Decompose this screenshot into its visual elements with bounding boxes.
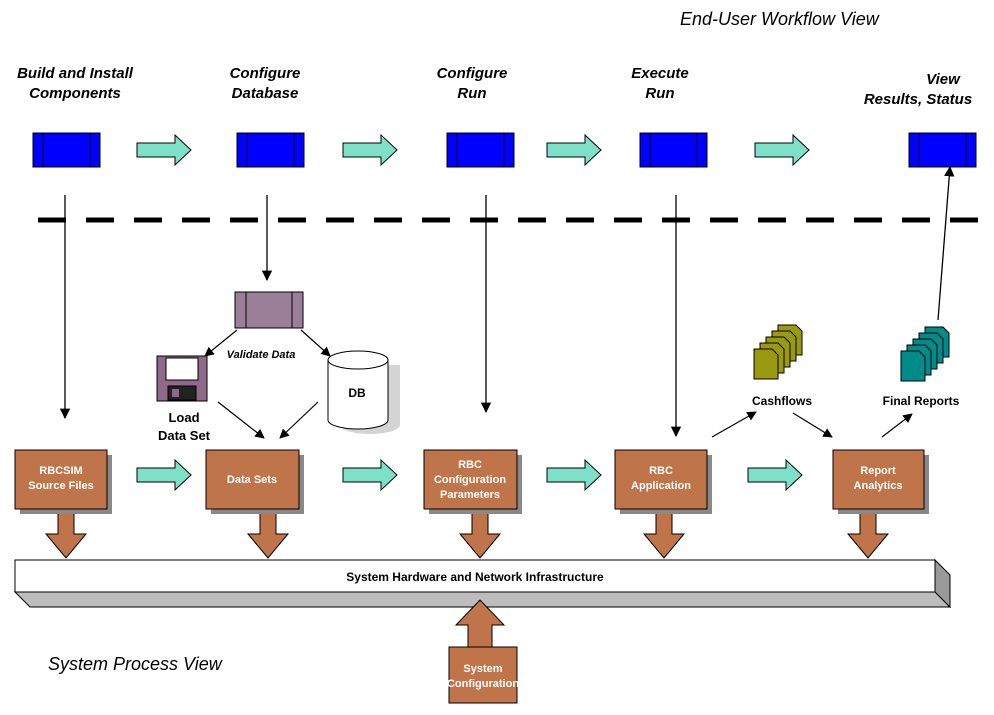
workflow-step-3-line2: Run bbox=[457, 85, 486, 102]
arrow-analytics-to-reports bbox=[881, 413, 913, 438]
database-cylinder-icon bbox=[327, 350, 400, 434]
cashflows-documents-icon bbox=[753, 324, 803, 380]
system-configuration-line1: System bbox=[463, 663, 502, 675]
process-boxes bbox=[14, 449, 929, 514]
workflow-flow-arrow-2 bbox=[342, 134, 398, 166]
workflow-flow-arrow-3 bbox=[546, 134, 602, 166]
arrow-validate-to-load bbox=[204, 329, 238, 357]
process-flow-arrow-3 bbox=[546, 459, 602, 491]
db-label: DB bbox=[348, 386, 366, 400]
workflow-box-5 bbox=[908, 132, 977, 168]
end-user-view-title: End-User Workflow View bbox=[680, 9, 880, 29]
workflow-box-2 bbox=[236, 132, 305, 168]
workflow-step-4-line1: Execute bbox=[631, 65, 689, 82]
arrow-load-to-datasets bbox=[217, 401, 265, 439]
workflow-step-5-line1: View bbox=[926, 71, 961, 88]
down-arrows-to-infrastructure bbox=[44, 507, 890, 559]
workflow-step-4-line2: Run bbox=[645, 85, 674, 102]
final-reports-documents-icon bbox=[900, 326, 950, 382]
process-flow-arrow-1 bbox=[136, 459, 192, 491]
workflow-flow-arrow-1 bbox=[136, 134, 192, 166]
workflow-step-5-line2: Results, Status bbox=[864, 91, 972, 108]
process-box-5-line2: Analytics bbox=[854, 480, 903, 492]
connector-reports-to-view bbox=[937, 165, 955, 321]
process-box-1-line1: RBCSIM bbox=[39, 465, 82, 477]
workflow-boxes bbox=[32, 132, 977, 168]
final-reports-label: Final Reports bbox=[883, 394, 960, 408]
validate-data-label: Validate Data bbox=[227, 349, 296, 361]
up-arrow-to-infrastructure bbox=[454, 599, 506, 649]
arrow-validate-to-db bbox=[300, 329, 331, 357]
process-box-data-sets bbox=[205, 449, 300, 510]
process-box-1-line2: Source Files bbox=[28, 480, 93, 492]
process-box-3-line2: Configuration bbox=[434, 474, 506, 486]
infrastructure-label: System Hardware and Network Infrastructu… bbox=[346, 570, 604, 584]
workflow-step-2-line2: Database bbox=[232, 85, 299, 102]
validate-data-box bbox=[234, 291, 304, 329]
system-configuration-box bbox=[448, 646, 518, 704]
process-box-2-line1: Data Sets bbox=[227, 474, 277, 486]
process-box-4-line2: Application bbox=[631, 480, 691, 492]
infrastructure-bar bbox=[13, 558, 952, 609]
arrow-application-to-cashflows bbox=[711, 411, 757, 438]
load-data-set-label-line2: Data Set bbox=[158, 428, 211, 443]
process-box-labels: RBCSIM Source Files Data Sets RBC Config… bbox=[28, 459, 902, 501]
process-flow-arrow-4 bbox=[747, 459, 803, 491]
process-box-3-line3: Parameters bbox=[440, 489, 500, 501]
workflow-step-1-line1: Build and Install bbox=[17, 65, 134, 82]
workflow-box-4 bbox=[639, 132, 708, 168]
arrow-cashflows-to-analytics bbox=[792, 412, 833, 438]
workflow-flow-arrow-4 bbox=[754, 134, 810, 166]
process-box-3-line1: RBC bbox=[458, 459, 482, 471]
floppy-disk-icon bbox=[156, 355, 208, 402]
cashflows-label: Cashflows bbox=[752, 394, 812, 408]
workflow-step-2-line1: Configure bbox=[230, 65, 301, 82]
workflow-step-labels: Build and Install Components Configure D… bbox=[17, 65, 972, 108]
vertical-connectors bbox=[59, 165, 955, 438]
workflow-box-3 bbox=[446, 132, 515, 168]
system-configuration-line2: Configuration bbox=[447, 678, 519, 690]
workflow-box-1 bbox=[32, 132, 101, 168]
load-data-set-label-line1: Load bbox=[168, 410, 199, 425]
process-flow-arrow-2 bbox=[342, 459, 398, 491]
process-box-source-files bbox=[14, 449, 108, 510]
process-box-4-line1: RBC bbox=[649, 465, 673, 477]
process-box-configuration-parameters bbox=[423, 449, 518, 510]
process-box-report-analytics bbox=[832, 449, 925, 510]
workflow-step-3-line1: Configure bbox=[437, 65, 508, 82]
process-box-rbc-application bbox=[614, 449, 708, 510]
system-process-view-title: System Process View bbox=[48, 654, 223, 674]
workflow-step-1-line2: Components bbox=[29, 85, 121, 102]
arrow-db-to-datasets bbox=[279, 401, 319, 439]
process-box-5-line1: Report bbox=[860, 465, 896, 477]
